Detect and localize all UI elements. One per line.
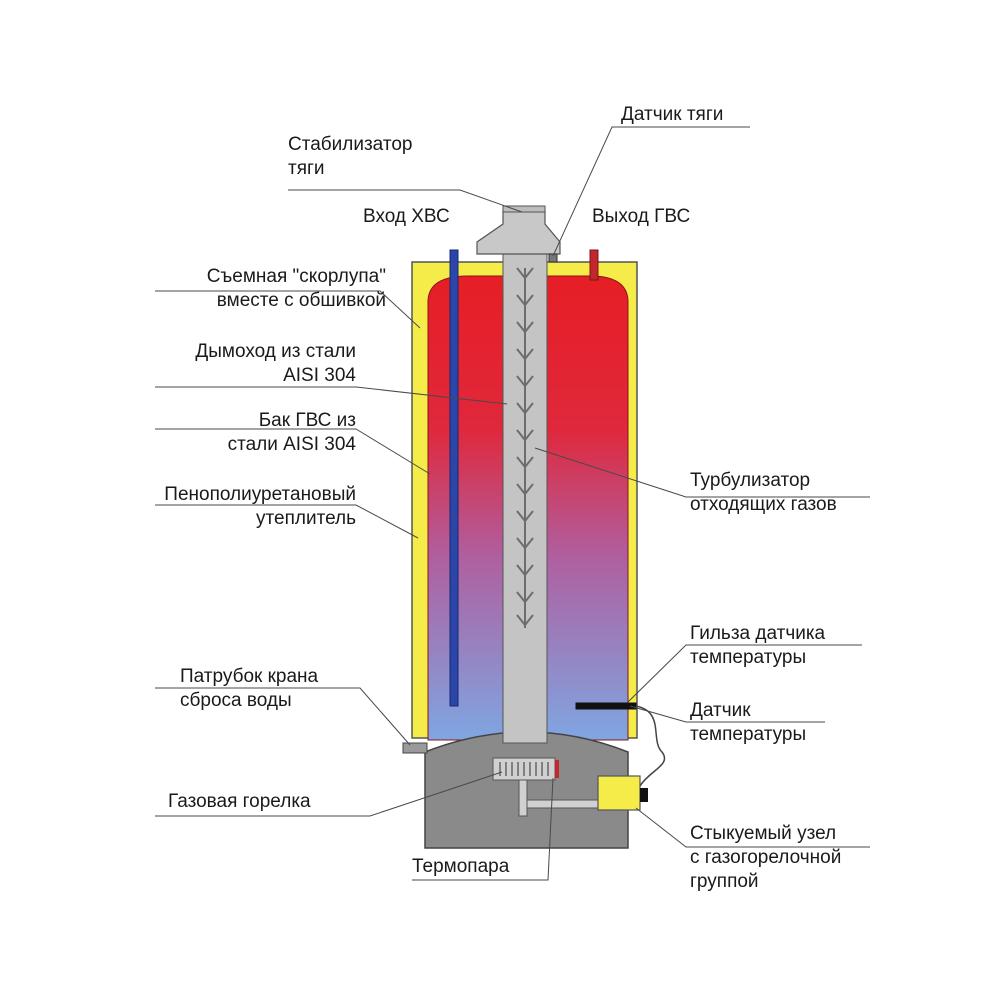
label-shell-line2: вместе с обшивкой — [216, 290, 386, 311]
gas-unit-knob — [640, 788, 648, 802]
leader-lines — [155, 126, 870, 881]
label-draft-stabilizer: Стабилизатор тяги — [288, 133, 412, 181]
label-turbulizer-line1: Турбулизатор — [690, 470, 811, 491]
label-tank-line1: Бак ГВС из — [258, 410, 356, 431]
label-drain-line1: Патрубок крана — [180, 666, 319, 687]
label-drain-line2: сброса воды — [180, 690, 292, 711]
label-flue-line1: Дымоход из стали — [195, 341, 356, 362]
draft-stabilizer-cap — [502, 205, 546, 213]
label-draft-sensor: Датчик тяги — [621, 104, 724, 125]
gas-tube — [526, 799, 602, 809]
label-hot-outlet: Выход ГВС — [592, 206, 691, 227]
turbulizer — [516, 267, 534, 628]
temperature-sensor-sleeve — [575, 702, 637, 710]
label-flue: Дымоход из стали AISI 304 — [195, 340, 356, 388]
hot-water-pipe — [589, 249, 599, 281]
label-burner: Газовая горелка — [168, 791, 311, 812]
label-thermocouple: Термопара — [412, 856, 510, 877]
label-temp-sensor-line2: температуры — [690, 724, 807, 745]
label-temp-sensor: Датчик температуры — [690, 699, 806, 747]
label-sensor-sleeve: Гильза датчика температуры — [690, 622, 825, 670]
draft-stabilizer — [476, 209, 561, 255]
label-tank: Бак ГВС из стали AISI 304 — [228, 409, 356, 457]
draft-sensor — [548, 253, 558, 263]
label-gas-unit-line2: с газогорелочной — [690, 847, 842, 868]
label-shell-line1: Съемная "скорлупа" — [206, 266, 386, 287]
label-insulation: Пенополиуретановый утеплитель — [164, 483, 356, 531]
burner-slots — [499, 762, 549, 776]
label-insulation-line2: утеплитель — [256, 508, 356, 529]
label-cold-inlet: Вход ХВС — [363, 206, 450, 227]
gas-control-unit — [597, 775, 641, 811]
label-gas-unit-line1: Стыкуемый узел — [690, 823, 837, 844]
label-temp-sensor-line1: Датчик — [690, 700, 751, 721]
label-draft-stabilizer-line1: Стабилизатор — [288, 134, 413, 155]
label-tank-line2: стали AISI 304 — [227, 434, 356, 455]
label-shell: Съемная "скорлупа" вместе с обшивкой — [207, 265, 386, 313]
drain-pipe — [402, 742, 428, 754]
cold-water-pipe — [449, 249, 459, 707]
label-draft-stabilizer-line2: тяги — [288, 158, 325, 179]
sensor-wire — [635, 705, 666, 787]
label-turbulizer-line2: отходящих газов — [690, 494, 837, 515]
label-insulation-line1: Пенополиуретановый — [164, 484, 356, 505]
label-gas-unit-line3: группой — [690, 871, 759, 892]
label-flue-line2: AISI 304 — [283, 365, 356, 386]
label-sensor-sleeve-line2: температуры — [690, 647, 807, 668]
label-sensor-sleeve-line1: Гильза датчика — [690, 623, 826, 644]
label-drain: Патрубок крана сброса воды — [180, 665, 318, 713]
label-turbulizer: Турбулизатор отходящих газов — [690, 469, 837, 517]
thermocouple-tip — [555, 760, 559, 778]
burner-stem — [518, 779, 528, 817]
label-gas-unit: Стыкуемый узел с газогорелочной группой — [690, 822, 841, 894]
